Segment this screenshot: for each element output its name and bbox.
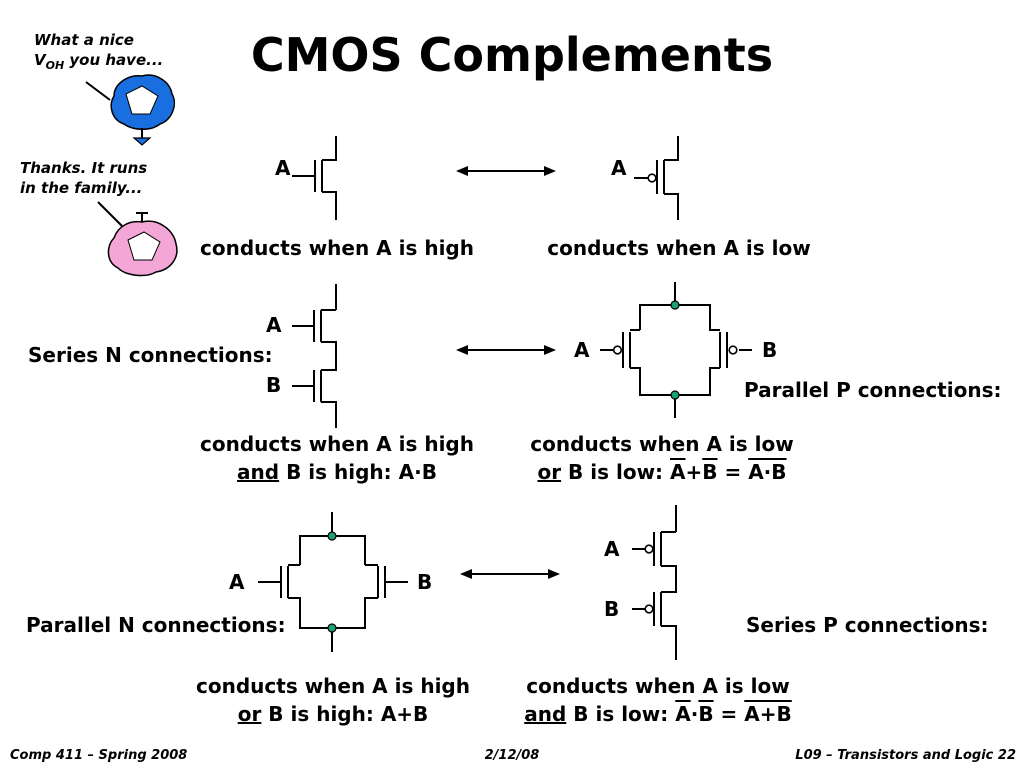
plus-sign: + — [685, 460, 703, 484]
series-n-label: Series N connections: — [28, 343, 273, 367]
ab-bar: A·B — [748, 460, 787, 484]
and-keyword: and — [524, 702, 567, 726]
row2-p-top-node — [670, 300, 680, 310]
row3-p-gate-b-label: B — [604, 597, 620, 621]
footer-lecture: L09 – Transistors and Logic 22 — [795, 748, 1016, 763]
row2-complement-arrow — [456, 345, 556, 355]
row2-right-caption-line2: or B is low: A+B = A·B — [512, 458, 812, 486]
row3-series-pmos — [632, 505, 677, 660]
row3-n-gate-a-label: A — [229, 570, 245, 594]
row2-p-bottom-node — [670, 390, 680, 400]
parallel-p-label: Parallel P connections: — [744, 378, 1002, 402]
row3-series-p-caption: conducts when A is low and B is low: A·B… — [508, 672, 808, 728]
row2-n-gate-b-label: B — [266, 373, 282, 397]
row2-left-caption-line2: and B is high: A·B — [187, 458, 487, 486]
pink-blob-icon — [107, 212, 178, 277]
row3-parallel-n-caption: conducts when A is high or B is high: A+… — [183, 672, 483, 728]
row1-pmos-caption: conducts when A is low — [547, 236, 811, 260]
speech-bubble-top-line2: VOH you have... — [34, 50, 163, 76]
speech-bubble-bottom: Thanks. It runs in the family... — [20, 158, 147, 198]
row3-right-caption-mid: B is low: — [566, 702, 676, 726]
row1-pmos-inversion-bubble — [647, 173, 657, 183]
row2-n-gate-a-label: A — [266, 313, 282, 337]
row2-p-gate-b-label: B — [762, 338, 778, 362]
or-keyword: or — [237, 702, 262, 726]
row1-pmos-transistor — [634, 136, 679, 220]
row3-left-caption-line2: or B is high: A+B — [183, 700, 483, 728]
a-bar: A — [675, 702, 691, 726]
row3-complement-arrow — [460, 569, 560, 579]
row3-n-top-node — [327, 531, 337, 541]
a-bar: A — [670, 460, 686, 484]
speech-bubble-bottom-line2: in the family... — [20, 179, 143, 197]
row1-complement-arrow — [456, 166, 556, 176]
speech-bubble-top-line1: What a nice — [34, 31, 134, 49]
bubble-pointer-bottom — [97, 201, 123, 227]
row3-pmos-a-inversion-bubble — [644, 544, 654, 554]
row2-left-caption-rest: B is high: A·B — [279, 460, 437, 484]
row2-right-caption-line1: conducts when A is low — [530, 432, 794, 456]
row3-n-bottom-node — [327, 623, 337, 633]
equals-sign: = — [713, 702, 745, 726]
parallel-n-label: Parallel N connections: — [26, 613, 286, 637]
row3-left-caption-rest: B is high: A+B — [261, 702, 429, 726]
row2-right-caption-mid: B is low: — [561, 460, 671, 484]
row1-nmos-caption: conducts when A is high — [200, 236, 474, 260]
row2-pmos-a-inversion-bubble — [612, 345, 623, 355]
voh-subscript: OH — [45, 59, 65, 72]
footer-course: Comp 411 – Spring 2008 — [10, 748, 188, 763]
row2-series-nmos — [292, 284, 337, 428]
row2-parallel-p-caption: conducts when A is low or B is low: A+B … — [512, 430, 812, 486]
row3-left-caption-line1: conducts when A is high — [196, 674, 470, 698]
row3-p-gate-a-label: A — [604, 537, 620, 561]
bubble-pointer-top — [85, 81, 111, 101]
row3-right-caption-line1: conducts when A is low — [526, 674, 790, 698]
row3-n-gate-b-label: B — [417, 570, 433, 594]
a-plus-b-bar: A+B — [744, 702, 792, 726]
and-keyword: and — [237, 460, 280, 484]
row1-nmos-gate-label: A — [275, 156, 291, 180]
b-bar: B — [702, 460, 718, 484]
row2-p-gate-a-label: A — [574, 338, 590, 362]
row3-pmos-b-inversion-bubble — [644, 604, 654, 614]
voh-v: V — [34, 51, 46, 69]
b-bar: B — [698, 702, 714, 726]
or-keyword: or — [537, 460, 562, 484]
row2-series-n-caption: conducts when A is high and B is high: A… — [187, 430, 487, 486]
footer-date: 2/12/08 — [484, 748, 540, 763]
voh-rest: you have... — [64, 51, 164, 69]
speech-bubble-top: What a nice VOH you have... — [34, 30, 163, 76]
row1-nmos-transistor — [292, 136, 337, 220]
row2-left-caption-line1: conducts when A is high — [200, 432, 474, 456]
row3-right-caption-line2: and B is low: A·B = A+B — [508, 700, 808, 728]
series-p-label: Series P connections: — [746, 613, 989, 637]
dot-sign: · — [690, 702, 699, 726]
row2-pmos-b-inversion-bubble — [728, 345, 738, 355]
equals-sign: = — [717, 460, 749, 484]
page-title: CMOS Complements — [250, 28, 774, 82]
speech-bubble-bottom-line1: Thanks. It runs — [20, 159, 148, 177]
row1-pmos-gate-label: A — [611, 156, 627, 180]
blue-blob-icon — [110, 74, 176, 146]
